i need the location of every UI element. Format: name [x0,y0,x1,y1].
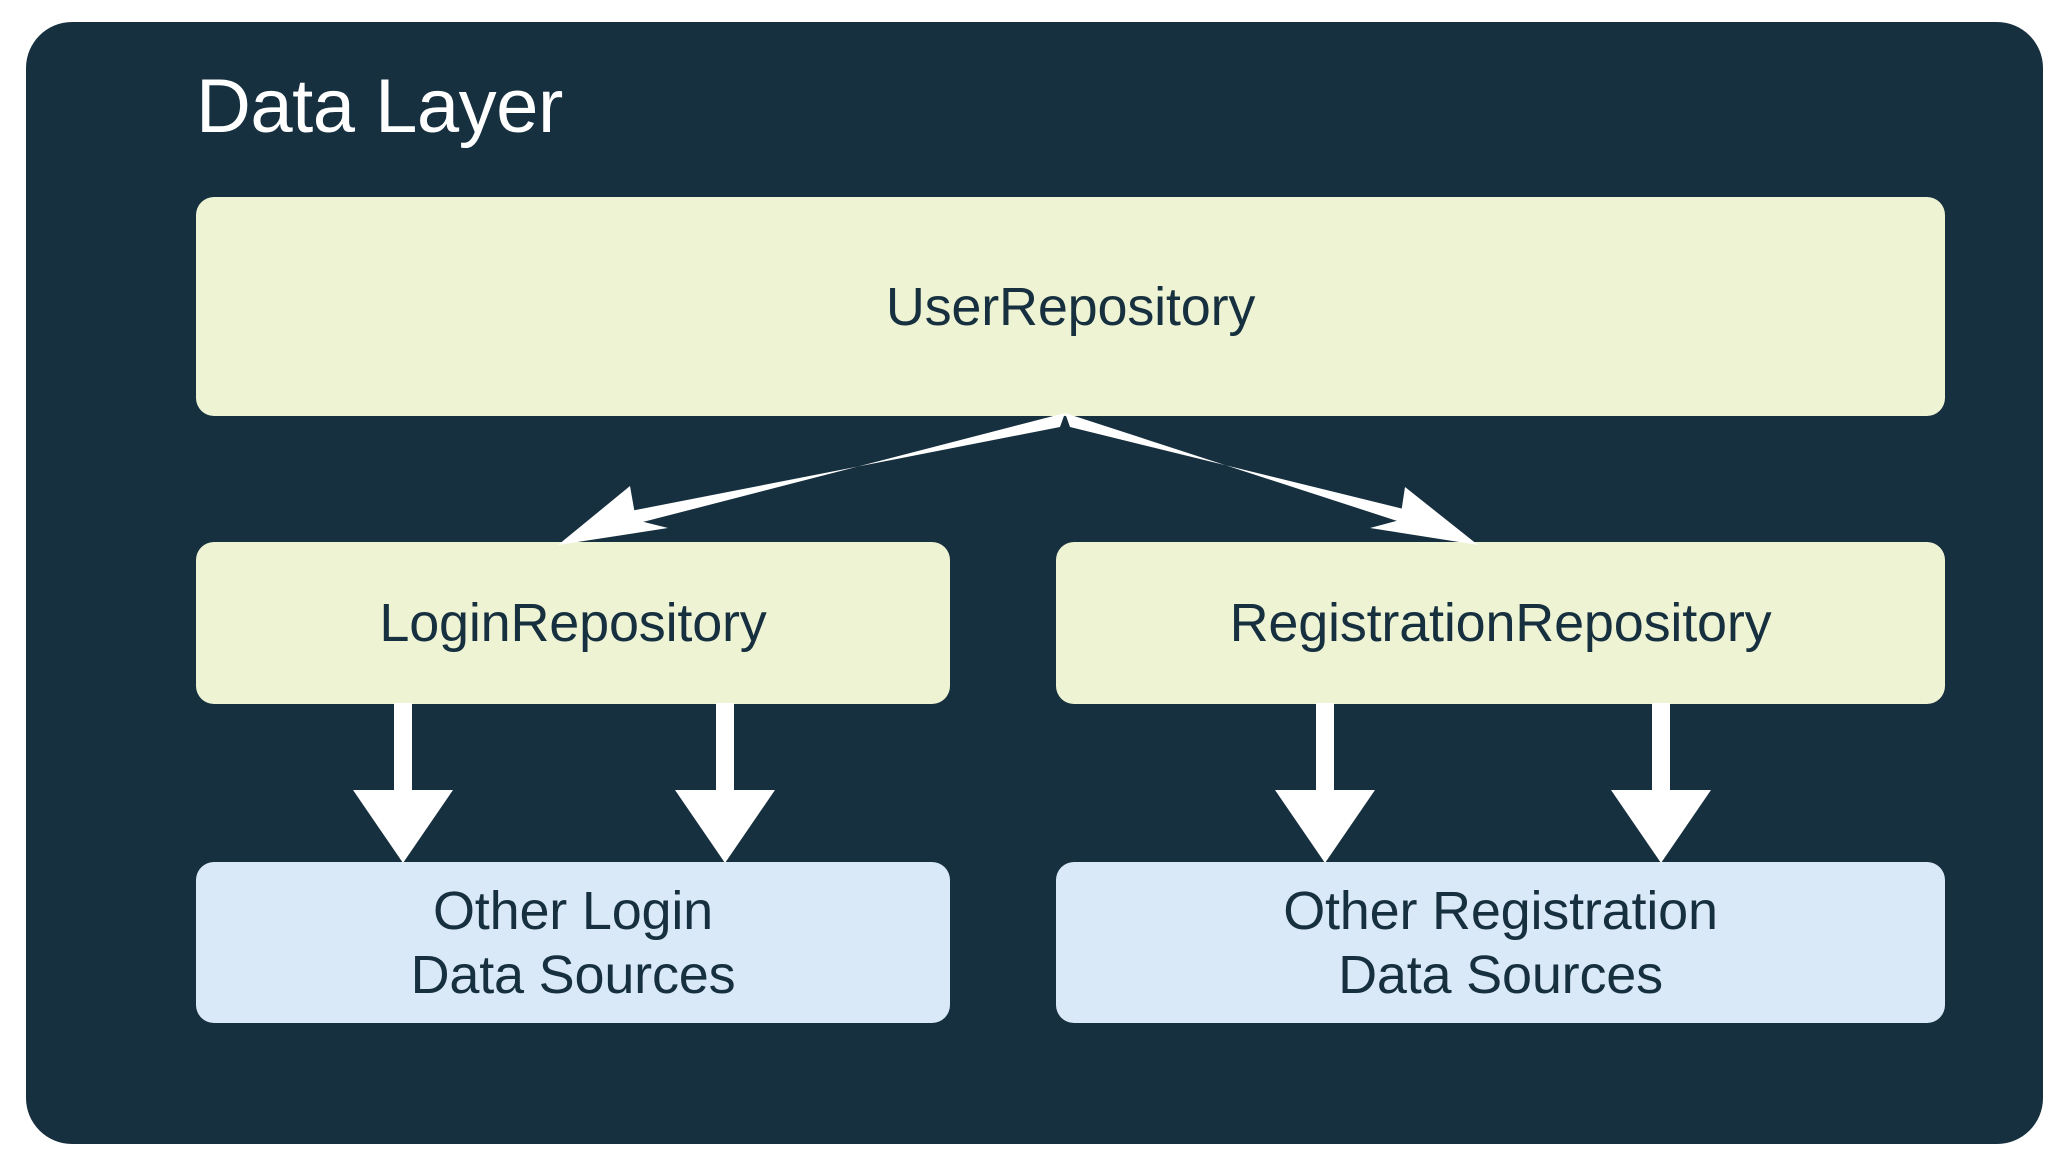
page-title: Data Layer [196,64,563,149]
node-user-repository-label: UserRepository [885,276,1256,337]
node-registration-repository[interactable]: RegistrationRepository [1056,542,1945,704]
node-other-login-data-sources-label: Other Login Data Sources [410,880,736,1005]
node-registration-repository-label: RegistrationRepository [1229,593,1772,653]
node-other-login-data-sources[interactable]: Other Login Data Sources [196,862,950,1023]
node-other-registration-data-sources[interactable]: Other Registration Data Sources [1056,862,1945,1023]
node-login-repository-label: LoginRepository [379,593,767,653]
node-login-repository[interactable]: LoginRepository [196,542,950,704]
node-user-repository[interactable]: UserRepository [196,197,1945,416]
node-other-registration-data-sources-label: Other Registration Data Sources [1283,880,1718,1005]
